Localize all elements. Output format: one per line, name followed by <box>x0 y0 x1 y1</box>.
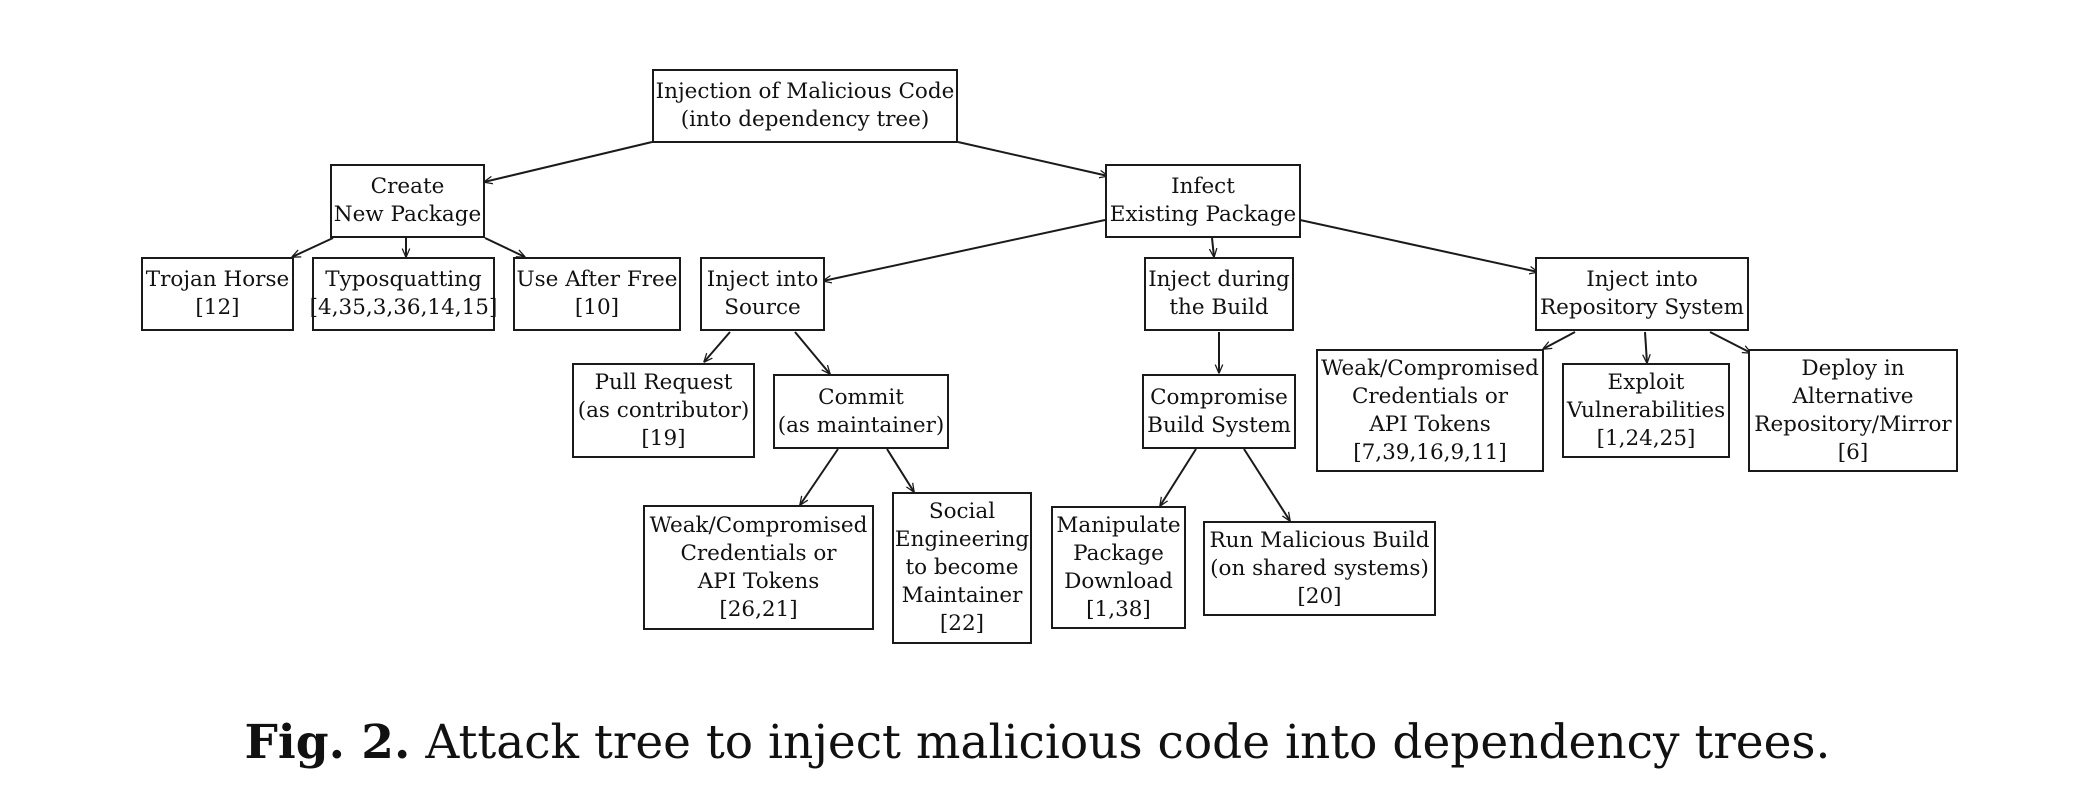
node-inject-into-source: Inject into Source <box>700 257 825 331</box>
node-line: Deploy in <box>1801 355 1905 381</box>
node-line: Package <box>1073 540 1164 566</box>
node-line: Infect <box>1171 174 1235 199</box>
node-line: Pull Request <box>594 369 733 395</box>
node-line: Run Malicious Build <box>1209 527 1430 553</box>
node-line: Credentials or <box>680 540 837 566</box>
node-social-engineering: Social Engineering to become Maintainer … <box>892 492 1032 644</box>
node-line: Manipulate <box>1056 512 1181 538</box>
edge-cbs-run <box>1243 448 1290 521</box>
node-line: API Tokens <box>1369 411 1491 437</box>
edge-root-infect <box>957 141 1108 176</box>
node-line: [19] <box>641 425 686 451</box>
node-line: Inject into <box>706 267 819 292</box>
node-line: [1,38] <box>1086 596 1151 622</box>
node-root: Injection of Malicious Code (into depend… <box>652 69 958 143</box>
node-line: [1,24,25] <box>1596 425 1696 451</box>
node-line: (as maintainer) <box>777 412 945 438</box>
node-line: Injection of Malicious Code <box>655 79 955 104</box>
figure-label: Fig. 2. <box>244 715 411 770</box>
node-line: Compromise <box>1150 384 1288 410</box>
node-line: [22] <box>939 611 985 636</box>
node-infect-existing-package: Infect Existing Package <box>1105 164 1301 238</box>
node-line: Weak/Compromised <box>1321 355 1539 381</box>
node-line: (into dependency tree) <box>680 107 930 132</box>
node-weak-credentials-repo: Weak/Compromised Credentials or API Toke… <box>1316 349 1544 472</box>
edge-create-trojan <box>292 237 334 258</box>
node-line: New Package <box>333 202 482 227</box>
figure-caption: Fig. 2. Attack tree to inject malicious … <box>0 715 2075 770</box>
node-compromise-build-system: Compromise Build System <box>1142 374 1296 449</box>
node-typosquatting: Typosquatting [4,35,3,36,14,15] <box>309 257 498 331</box>
node-line: Use After Free <box>516 267 678 292</box>
edge-commit-social <box>886 448 914 492</box>
node-deploy-alternative: Deploy in Alternative Repository/Mirror … <box>1748 349 1958 472</box>
node-line: [10] <box>574 295 620 320</box>
node-line: Exploit <box>1607 369 1685 395</box>
node-line: Alternative <box>1792 383 1914 409</box>
node-line: [26,21] <box>719 596 798 622</box>
edge-create-uaf <box>484 237 525 258</box>
node-line: [7,39,16,9,11] <box>1353 439 1507 465</box>
node-line: Trojan Horse <box>145 267 290 292</box>
node-line: Social <box>928 499 996 524</box>
edge-infect-build <box>1212 237 1214 257</box>
edge-repo-weak <box>1543 331 1576 349</box>
node-line: [4,35,3,36,14,15] <box>309 295 498 320</box>
node-exploit-vulnerabilities: Exploit Vulnerabilities [1,24,25] <box>1562 363 1730 458</box>
edge-cbs-manip <box>1160 448 1197 506</box>
node-line: Inject into <box>1586 267 1698 292</box>
node-inject-into-repository: Inject into Repository System <box>1535 257 1749 331</box>
edge-infect-repo <box>1299 219 1538 272</box>
node-line: Repository/Mirror <box>1754 411 1952 437</box>
edge-infect-src <box>823 219 1106 281</box>
node-line: Weak/Compromised <box>649 512 868 538</box>
figure-caption-text: Attack tree to inject malicious code int… <box>425 715 1831 770</box>
node-line: Credentials or <box>1351 383 1509 409</box>
node-line: Inject during <box>1148 267 1290 292</box>
node-line: Build System <box>1147 412 1291 438</box>
node-line: Vulnerabilities <box>1566 397 1726 423</box>
node-pull-request: Pull Request (as contributor) [19] <box>572 363 755 458</box>
node-line: [6] <box>1837 439 1869 465</box>
node-line: Commit <box>818 384 904 410</box>
node-line: [20] <box>1297 583 1342 609</box>
node-line: to become <box>905 555 1019 580</box>
edge-repo-deploy <box>1709 331 1751 353</box>
node-line: (on shared systems) <box>1210 555 1429 581</box>
node-weak-credentials-commit: Weak/Compromised Credentials or API Toke… <box>643 505 874 630</box>
node-run-malicious-build: Run Malicious Build (on shared systems) … <box>1203 521 1436 616</box>
node-line: the Build <box>1169 295 1269 320</box>
node-line: API Tokens <box>697 568 820 594</box>
node-line: Engineering <box>894 527 1030 552</box>
node-trojan-horse: Trojan Horse [12] <box>141 257 294 331</box>
edge-repo-exploit <box>1645 331 1647 363</box>
node-use-after-free: Use After Free [10] <box>513 257 681 331</box>
node-line: Create <box>370 174 445 199</box>
node-line: [12] <box>195 295 240 320</box>
attack-tree-edges <box>0 141 2075 700</box>
node-line: Download <box>1064 568 1173 594</box>
node-line: Maintainer <box>901 583 1023 608</box>
node-create-new-package: Create New Package <box>330 164 485 238</box>
node-line: Existing Package <box>1109 202 1297 227</box>
node-line: (as contributor) <box>577 397 750 423</box>
node-line: Repository System <box>1539 295 1745 320</box>
edge-src-commit <box>794 331 830 374</box>
node-manipulate-package-download: Manipulate Package Download [1,38] <box>1051 506 1186 629</box>
node-line: Source <box>724 295 801 320</box>
edge-commit-weak <box>800 448 839 505</box>
node-line: Typosquatting <box>325 267 482 292</box>
node-inject-during-build: Inject during the Build <box>1144 257 1294 331</box>
edge-root-create <box>484 141 653 182</box>
node-commit-maintainer: Commit (as maintainer) <box>773 374 949 449</box>
edge-src-pr <box>704 331 731 362</box>
